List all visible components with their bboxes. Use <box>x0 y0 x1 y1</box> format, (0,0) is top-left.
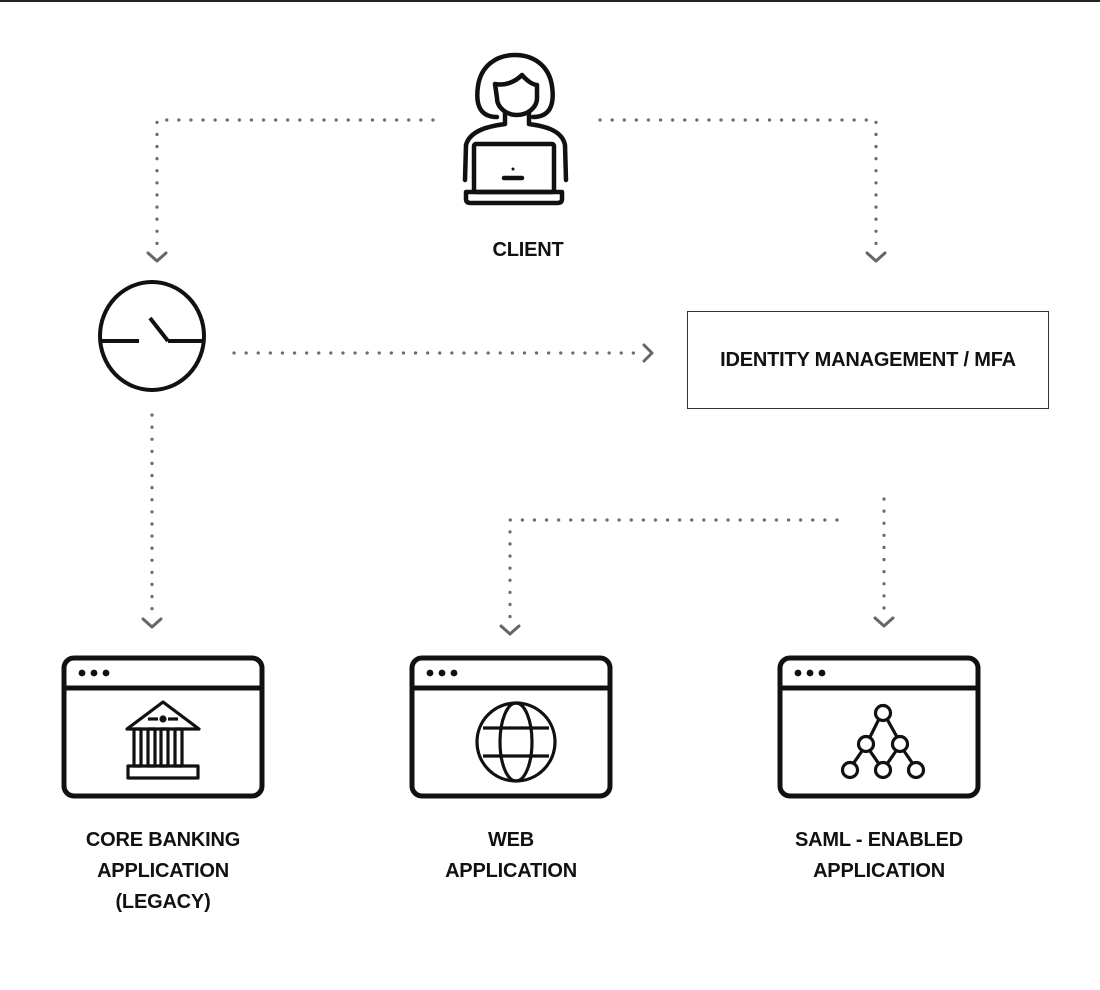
saml-app-label-line-1: SAML - ENABLED <box>795 829 963 851</box>
connectors <box>150 118 886 622</box>
globe-icon <box>475 701 557 783</box>
arrowhead-identity-top <box>865 251 887 263</box>
identity-management-node: IDENTITY MANAGEMENT / MFA <box>687 311 1049 409</box>
edge-client-identity <box>598 118 878 252</box>
saml-app-label: SAML - ENABLED APPLICATION <box>754 825 1004 887</box>
core-banking-label: CORE BANKING APPLICATION (LEGACY) <box>48 825 278 918</box>
top-border <box>0 0 1100 2</box>
saml-app-label-line-2: APPLICATION <box>813 860 945 882</box>
edge-client-gateway <box>155 118 435 252</box>
identity-management-label: IDENTITY MANAGEMENT / MFA <box>720 348 1016 371</box>
network-tree-icon <box>840 703 926 780</box>
web-app-label-line-2: APPLICATION <box>445 860 577 882</box>
core-banking-label-line-3: (LEGACY) <box>115 891 211 913</box>
client-label: CLIENT <box>492 239 564 261</box>
core-banking-app-window <box>64 658 262 796</box>
web-app-label-line-1: WEB <box>487 829 535 851</box>
arrowhead-gateway <box>146 251 168 263</box>
core-banking-label-line-1: CORE BANKING <box>85 829 241 851</box>
arrowhead-corebanking <box>141 617 163 629</box>
web-app-label: WEB APPLICATION <box>396 825 626 887</box>
edge-identity-webapp <box>508 518 839 622</box>
core-banking-label-line-2: APPLICATION <box>97 860 229 882</box>
arrowhead-samlapp <box>873 616 895 628</box>
user-laptop-icon <box>462 52 569 206</box>
arrowhead-webapp <box>499 624 521 636</box>
arrowhead-identity-left <box>642 343 654 363</box>
bank-icon <box>125 700 201 780</box>
switch-gateway-icon <box>98 280 206 392</box>
arrowheads <box>141 251 895 636</box>
